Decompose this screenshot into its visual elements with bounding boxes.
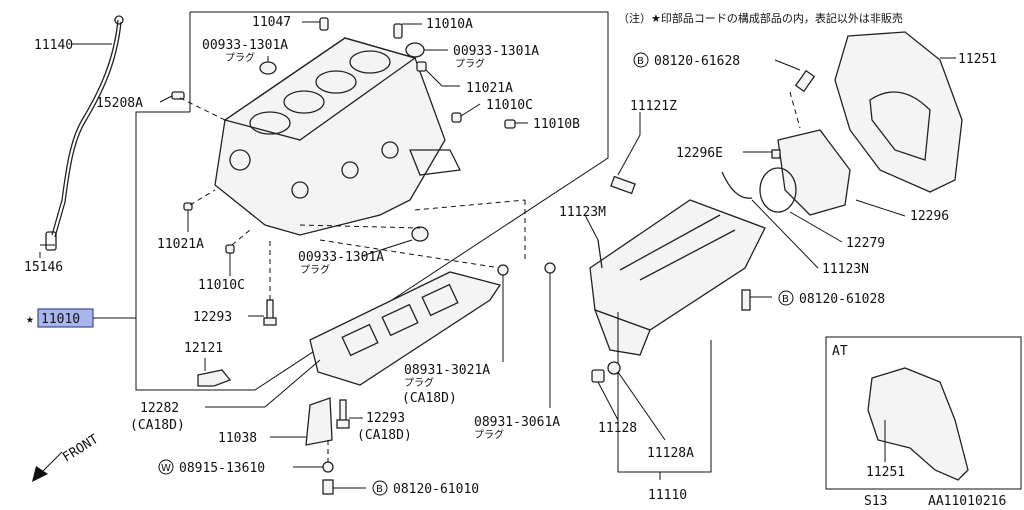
front-direction-arrow: FRONT (32, 432, 101, 482)
at-inset-frame (825, 336, 1022, 490)
label-00933-top[interactable]: 00933-1301A (202, 38, 288, 53)
label-12121[interactable]: 12121 (184, 341, 223, 356)
label-3021-sub: (CA18D) (402, 391, 457, 406)
plug-00933-right[interactable] (405, 42, 425, 58)
plug-08931-3061a[interactable] (544, 262, 556, 274)
label-15146[interactable]: 15146 (24, 260, 63, 275)
label-12293[interactable]: 12293 (193, 310, 232, 325)
label-11010-highlight (37, 308, 94, 328)
label-11010a[interactable]: 11010A (426, 17, 473, 32)
label-11021a-left[interactable]: 11021A (157, 237, 204, 252)
label-12282-sub: (CA18D) (130, 418, 185, 433)
oil-pan-11110[interactable] (589, 199, 766, 356)
label-08915[interactable]: 08915-13610 (179, 461, 265, 476)
dowel-11021a-right[interactable] (416, 61, 427, 72)
star-mark: ★ (26, 312, 34, 327)
label-11140[interactable]: 11140 (34, 38, 73, 53)
label-plug-bottom: プラグ (300, 263, 330, 276)
dowel-11010c-right[interactable] (451, 112, 462, 123)
sensor-11121z[interactable] (610, 175, 636, 195)
bolt-08120-61028[interactable] (741, 289, 751, 311)
strainer-12121[interactable] (197, 369, 232, 387)
prefix-b-61628: B (637, 56, 644, 67)
label-08120-61628[interactable]: 08120-61628 (654, 54, 740, 69)
label-12293b-sub: (CA18D) (357, 428, 412, 443)
label-11128a[interactable]: 11128A (647, 446, 694, 461)
gasket-11123n[interactable] (721, 171, 753, 199)
drain-washer-11128a[interactable] (607, 361, 621, 375)
label-08120-61010[interactable]: 08120-61010 (393, 482, 479, 497)
label-11123n[interactable]: 11123N (822, 262, 869, 277)
dowel-11010b[interactable] (504, 119, 516, 129)
plug-00933-bottom[interactable] (411, 226, 429, 242)
footer-model: S13 (864, 494, 887, 509)
label-12296e[interactable]: 12296E (676, 146, 723, 161)
label-00933-right[interactable]: 00933-1301A (453, 44, 539, 59)
bolt-08120-61628[interactable] (794, 69, 816, 93)
dowel-11010c-left[interactable] (225, 244, 235, 254)
label-08931-3061a[interactable]: 08931-3061A (474, 415, 560, 430)
prefix-w: W (161, 463, 171, 474)
label-12282[interactable]: 12282 (140, 401, 179, 416)
footer-figure-code: AA11010216 (928, 494, 1006, 509)
label-plug-right: プラグ (455, 57, 485, 70)
washer-08915[interactable] (322, 461, 334, 473)
label-plug-3021: プラグ (404, 376, 434, 389)
label-11047[interactable]: 11047 (252, 15, 291, 30)
bracket-11038[interactable] (305, 397, 333, 446)
cylinder-block[interactable] (214, 37, 461, 236)
oil-gauge-guide[interactable] (45, 231, 57, 251)
label-15208a[interactable]: 15208A (96, 96, 143, 111)
rear-oil-seal-12279[interactable] (759, 167, 797, 213)
label-12296[interactable]: 12296 (910, 209, 949, 224)
gasket-11123m[interactable] (597, 239, 603, 269)
prefix-b-61028: B (782, 294, 789, 305)
stud-15208a[interactable] (171, 91, 185, 100)
oil-level-gauge[interactable] (51, 15, 124, 238)
plug-00933-top[interactable] (259, 61, 277, 75)
label-11251[interactable]: 11251 (958, 52, 997, 67)
rear-plate-11251-at[interactable] (867, 367, 969, 481)
label-at-frame: AT (832, 344, 848, 359)
bolt-12296e[interactable] (771, 149, 781, 159)
label-00933-bottom[interactable]: 00933-1301A (298, 250, 384, 265)
label-08931-3021a[interactable]: 08931-3021A (404, 363, 490, 378)
drain-plug-11128[interactable] (591, 369, 605, 383)
svg-text:FRONT: FRONT (60, 432, 101, 466)
label-11038[interactable]: 11038 (218, 431, 257, 446)
label-11110[interactable]: 11110 (648, 488, 687, 503)
stud-11047[interactable] (319, 17, 329, 31)
label-11251-at[interactable]: 11251 (866, 465, 905, 480)
label-11021a-right[interactable]: 11021A (466, 81, 513, 96)
dowel-11010a[interactable] (393, 23, 403, 39)
prefix-b-61010: B (376, 484, 383, 495)
plug-08931-3021a[interactable] (497, 264, 509, 276)
bolt-08120-61010[interactable] (322, 479, 334, 495)
rear-plate-11251[interactable] (834, 31, 963, 193)
label-11121z[interactable]: 11121Z (630, 99, 677, 114)
label-11010c-right[interactable]: 11010C (486, 98, 533, 113)
label-12293b[interactable]: 12293 (366, 411, 405, 426)
label-12279[interactable]: 12279 (846, 236, 885, 251)
baffle-plate-12282[interactable] (309, 271, 502, 386)
block-group-bracket (92, 11, 609, 391)
label-11010b[interactable]: 11010B (533, 117, 580, 132)
label-08120-61028[interactable]: 08120-61028 (799, 292, 885, 307)
label-11010c-left[interactable]: 11010C (198, 278, 245, 293)
header-note: （注）★印部品コードの構成部品の内，表記以外は非販売 (618, 11, 903, 25)
label-plug-top: プラグ (225, 51, 255, 64)
label-11010[interactable]: 11010 (41, 312, 80, 327)
label-11123m[interactable]: 11123M (559, 205, 606, 220)
label-11128[interactable]: 11128 (598, 421, 637, 436)
label-plug-3061: プラグ (474, 428, 504, 441)
